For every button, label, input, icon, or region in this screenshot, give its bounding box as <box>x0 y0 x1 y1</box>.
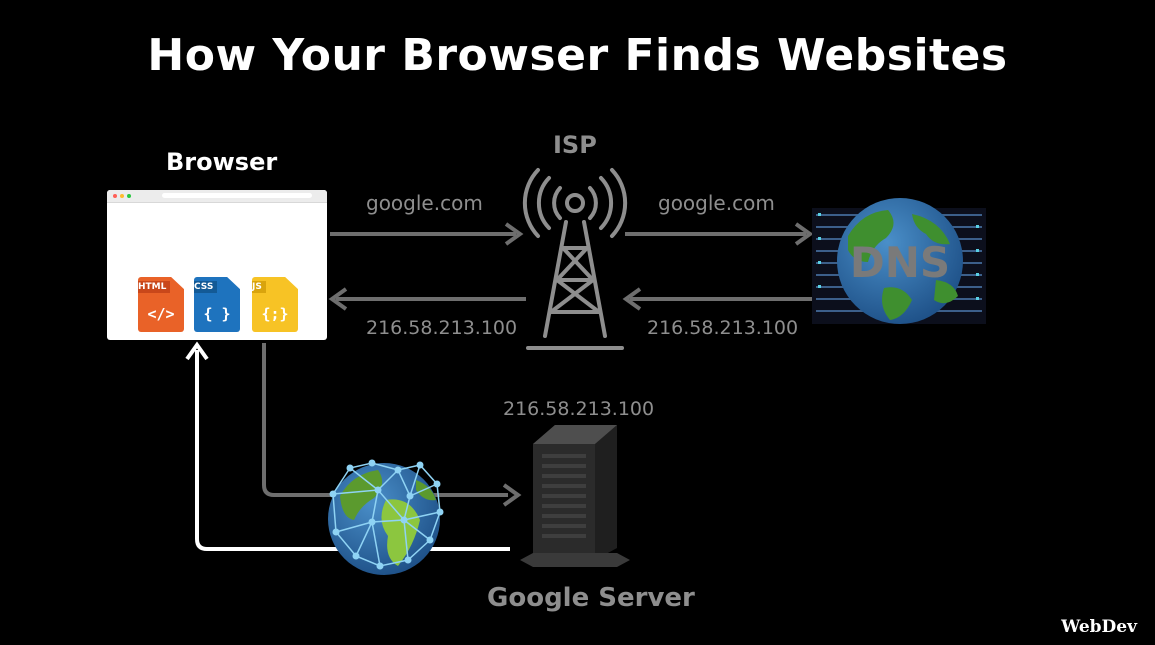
window-close-dot <box>113 194 117 198</box>
html-file-icon: HTML </> <box>138 277 184 332</box>
arrow-dns-to-isp <box>622 287 812 311</box>
js-file-symbol: {;} <box>261 305 289 323</box>
isp-tower-icon <box>522 168 628 350</box>
arrow-browser-to-isp <box>330 222 524 246</box>
css-file-icon: CSS { } <box>194 277 240 332</box>
window-minimize-dot <box>120 194 124 198</box>
browser-label: Browser <box>166 148 278 176</box>
server-tower-icon <box>520 425 630 567</box>
arrow-browser-to-server <box>262 343 522 507</box>
css-file-symbol: { } <box>203 305 231 323</box>
dns-icon: DNS <box>812 198 986 324</box>
arrow-isp-to-dns <box>625 222 814 246</box>
server-label: Google Server <box>487 583 695 613</box>
arrow-isp-to-browser <box>328 287 526 311</box>
isp-label: ISP <box>553 131 597 159</box>
webdev-logo: WebDev <box>1061 617 1137 637</box>
page-title: How Your Browser Finds Websites <box>147 30 1008 81</box>
flow-label-isp-to-dns: google.com <box>658 191 775 215</box>
css-file-tag: CSS <box>194 281 218 293</box>
dns-label: DNS <box>850 238 950 287</box>
js-file-icon: JS {;} <box>252 277 298 332</box>
browser-address-bar <box>162 193 312 198</box>
flow-label-browser-to-isp: google.com <box>366 191 483 215</box>
window-maximize-dot <box>127 194 131 198</box>
browser-window-icon: HTML </> CSS { } JS {;} <box>107 190 327 340</box>
flow-label-dns-to-isp: 216.58.213.100 <box>647 317 799 339</box>
server-ip-label: 216.58.213.100 <box>503 398 655 420</box>
arrow-server-to-browser <box>185 341 510 551</box>
flow-label-isp-to-browser: 216.58.213.100 <box>366 317 518 339</box>
internet-globe-icon <box>328 459 444 575</box>
html-file-tag: HTML <box>138 281 171 293</box>
js-file-tag: JS <box>252 281 266 293</box>
html-file-symbol: </> <box>147 305 175 323</box>
browser-toolbar <box>107 190 327 203</box>
